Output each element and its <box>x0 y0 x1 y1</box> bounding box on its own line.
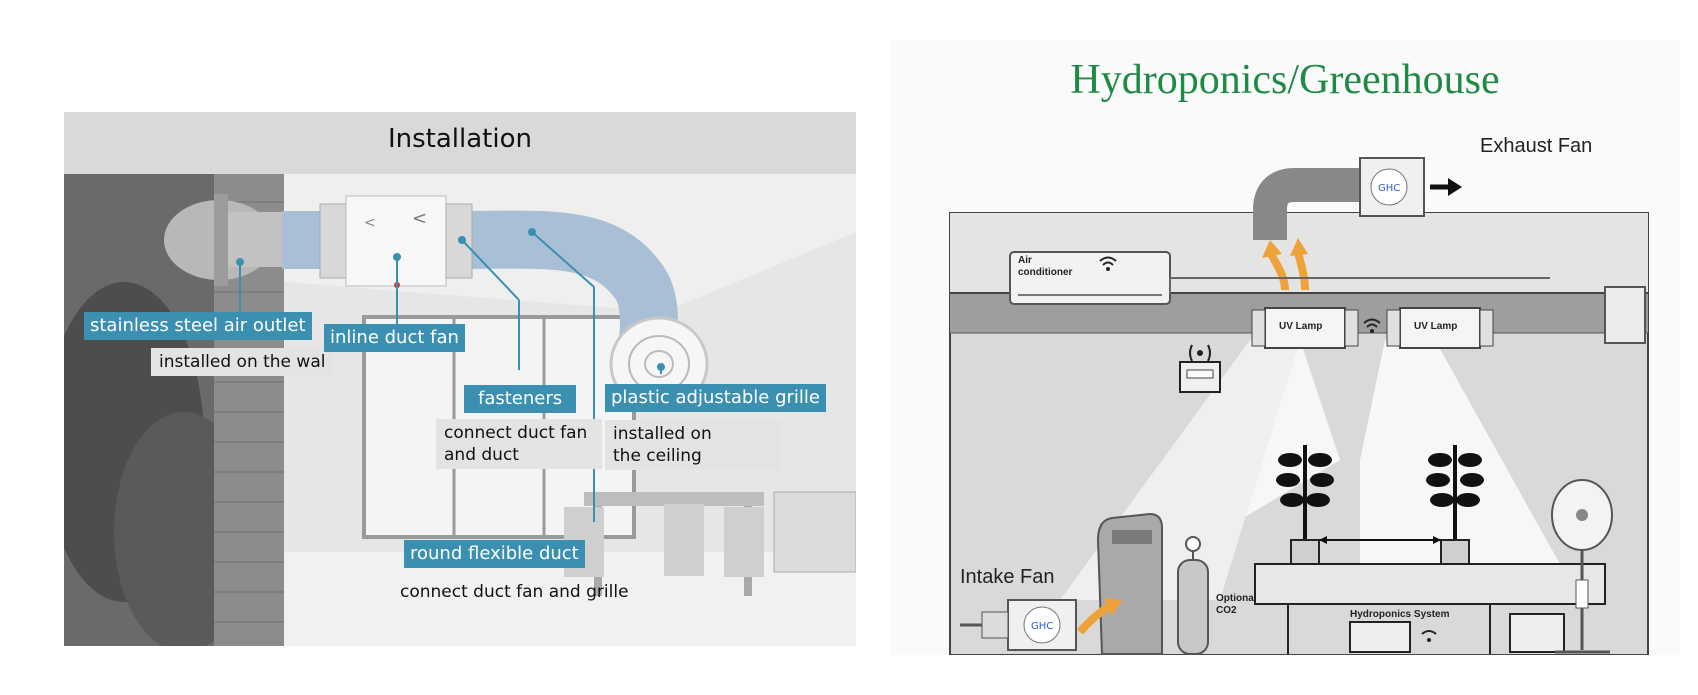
air-conditioner-line1: Air <box>1018 255 1032 266</box>
svg-text:<: < <box>364 215 376 231</box>
hydroponics-system-label: Hydroponics System <box>1350 609 1450 620</box>
exhaust-fan-label: Exhaust Fan <box>1480 135 1593 157</box>
air-conditioner-label: Air conditioner <box>1018 255 1072 279</box>
greenhouse-diagram: GHC <box>949 157 1649 655</box>
fasteners-label: fasteners <box>464 385 577 413</box>
grille-note: installed on the ceiling <box>605 420 781 470</box>
co2-line2: CO2 <box>1216 605 1237 616</box>
grille-label: plastic adjustable grille <box>605 384 826 412</box>
co2-line1: Optional <box>1216 593 1257 604</box>
greenhouse-title: Hydroponics/Greenhouse <box>1070 57 1500 103</box>
air-outlet-label: stainless steel air outlet <box>84 312 312 340</box>
uv-lamp-2-label: UV Lamp <box>1414 321 1458 332</box>
duct-fan-label: inline duct fan <box>324 324 465 352</box>
co2-label: Optional CO2 <box>1216 593 1257 617</box>
installation-title: Installation <box>387 124 532 154</box>
flex-duct-note: connect duct fan and grille <box>400 582 629 602</box>
air-outlet-note: installed on the wal <box>151 348 334 376</box>
intake-fan-label: Intake Fan <box>960 566 1055 588</box>
fasteners-note-line1: connect duct fan <box>444 423 588 443</box>
greenhouse-panel: Hydroponics/Greenhouse GHC <box>890 40 1680 655</box>
grille-note-line2: the ceiling <box>613 446 702 466</box>
air-conditioner-line2: conditioner <box>1018 267 1073 278</box>
uv-lamp-1-label: UV Lamp <box>1279 321 1323 332</box>
svg-text:GHC: GHC <box>1378 183 1400 194</box>
installation-panel: < < Installation stainless steel air out… <box>64 112 856 646</box>
fasteners-note: connect duct fan and duct <box>436 419 602 469</box>
flex-duct-label: round flexible duct <box>404 540 585 568</box>
grille-note-line1: installed on <box>613 424 712 444</box>
fasteners-note-line2: and duct <box>444 445 519 465</box>
svg-text:<: < <box>412 208 427 229</box>
svg-text:GHC: GHC <box>1031 621 1053 632</box>
